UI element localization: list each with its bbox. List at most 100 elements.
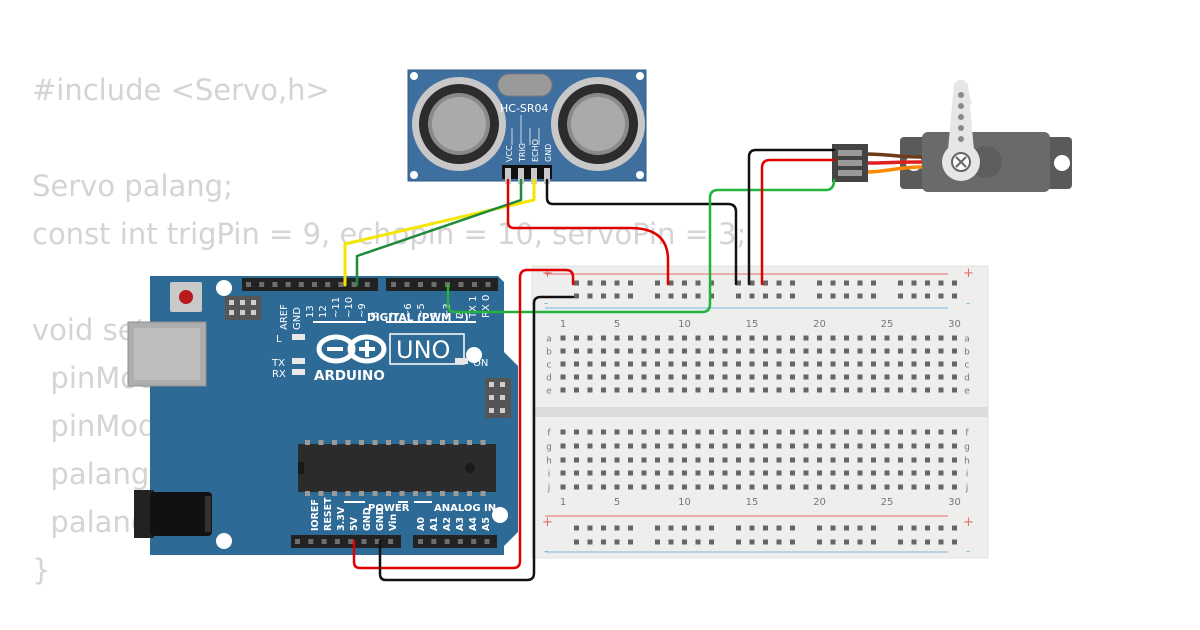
breadboard-hole[interactable]	[790, 443, 795, 449]
rail-hole[interactable]	[587, 525, 593, 531]
rail-hole[interactable]	[938, 539, 944, 545]
breadboard-hole[interactable]	[560, 374, 566, 380]
breadboard-hole[interactable]	[655, 429, 660, 435]
header-pin[interactable]	[458, 282, 464, 287]
rail-hole[interactable]	[830, 539, 836, 545]
breadboard-hole[interactable]	[574, 429, 579, 435]
breadboard-hole[interactable]	[736, 335, 741, 341]
rail-hole[interactable]	[668, 539, 674, 545]
breadboard-hole[interactable]	[790, 348, 795, 354]
breadboard-hole[interactable]	[709, 335, 714, 341]
breadboard-hole[interactable]	[695, 429, 701, 435]
header-pin[interactable]	[388, 539, 394, 544]
breadboard-hole[interactable]	[857, 348, 863, 354]
rail-hole[interactable]	[682, 280, 687, 286]
breadboard-hole[interactable]	[587, 443, 593, 449]
rail-hole[interactable]	[776, 525, 782, 531]
breadboard-hole[interactable]	[898, 429, 903, 435]
breadboard-hole[interactable]	[884, 470, 890, 476]
breadboard-hole[interactable]	[844, 335, 849, 341]
breadboard-hole[interactable]	[668, 457, 674, 463]
header-pin[interactable]	[431, 282, 437, 287]
breadboard-hole[interactable]	[614, 484, 620, 490]
breadboard-hole[interactable]	[871, 429, 876, 435]
rail-hole[interactable]	[871, 525, 876, 531]
breadboard-hole[interactable]	[911, 470, 917, 476]
breadboard-hole[interactable]	[857, 429, 863, 435]
breadboard-hole[interactable]	[830, 484, 836, 490]
header-pin[interactable]	[246, 282, 251, 287]
breadboard-hole[interactable]	[844, 348, 849, 354]
header-pin[interactable]	[485, 282, 491, 287]
rail-hole[interactable]	[695, 525, 701, 531]
rail-hole[interactable]	[817, 280, 822, 286]
breadboard-hole[interactable]	[722, 387, 728, 393]
breadboard-hole[interactable]	[776, 387, 782, 393]
breadboard-hole[interactable]	[925, 443, 930, 449]
rail-hole[interactable]	[655, 280, 660, 286]
breadboard-hole[interactable]	[560, 443, 566, 449]
breadboard-hole[interactable]	[911, 361, 917, 367]
rail-hole[interactable]	[682, 539, 687, 545]
breadboard-hole[interactable]	[709, 374, 714, 380]
breadboard-hole[interactable]	[925, 335, 930, 341]
breadboard-hole[interactable]	[884, 484, 890, 490]
header-pin[interactable]	[457, 539, 463, 544]
header-pin[interactable]	[325, 282, 331, 287]
rail-hole[interactable]	[790, 539, 795, 545]
breadboard-hole[interactable]	[722, 470, 728, 476]
breadboard-hole[interactable]	[871, 470, 876, 476]
breadboard-hole[interactable]	[655, 387, 660, 393]
breadboard-hole[interactable]	[695, 361, 701, 367]
breadboard-hole[interactable]	[817, 361, 822, 367]
breadboard-hole[interactable]	[817, 457, 822, 463]
breadboard-hole[interactable]	[817, 470, 822, 476]
breadboard-hole[interactable]	[668, 335, 674, 341]
breadboard-hole[interactable]	[655, 348, 660, 354]
breadboard-hole[interactable]	[844, 484, 849, 490]
breadboard-hole[interactable]	[938, 348, 944, 354]
breadboard-hole[interactable]	[871, 443, 876, 449]
rail-hole[interactable]	[655, 293, 660, 299]
breadboard-hole[interactable]	[884, 387, 890, 393]
breadboard-hole[interactable]	[587, 361, 593, 367]
breadboard-hole[interactable]	[560, 387, 566, 393]
rail-hole[interactable]	[844, 293, 849, 299]
header-pin[interactable]	[374, 539, 380, 544]
rail-hole[interactable]	[830, 525, 836, 531]
breadboard-hole[interactable]	[776, 361, 782, 367]
rail-hole[interactable]	[857, 293, 863, 299]
breadboard-hole[interactable]	[898, 443, 903, 449]
breadboard-hole[interactable]	[830, 429, 836, 435]
breadboard-hole[interactable]	[830, 457, 836, 463]
breadboard-hole[interactable]	[574, 457, 579, 463]
breadboard-hole[interactable]	[709, 484, 714, 490]
rail-hole[interactable]	[682, 293, 687, 299]
breadboard-hole[interactable]	[952, 470, 957, 476]
breadboard-hole[interactable]	[952, 387, 957, 393]
breadboard-hole[interactable]	[614, 348, 620, 354]
breadboard-hole[interactable]	[952, 429, 957, 435]
breadboard-hole[interactable]	[655, 457, 660, 463]
breadboard-hole[interactable]	[857, 387, 863, 393]
breadboard-hole[interactable]	[628, 443, 633, 449]
breadboard-hole[interactable]	[790, 457, 795, 463]
breadboard-hole[interactable]	[628, 387, 633, 393]
breadboard-hole[interactable]	[641, 443, 647, 449]
rail-hole[interactable]	[938, 293, 944, 299]
header-pin[interactable]	[348, 539, 354, 544]
breadboard-hole[interactable]	[709, 387, 714, 393]
breadboard-hole[interactable]	[749, 470, 755, 476]
breadboard-hole[interactable]	[938, 429, 944, 435]
breadboard-hole[interactable]	[722, 361, 728, 367]
header-pin[interactable]	[295, 539, 300, 544]
breadboard-hole[interactable]	[952, 484, 957, 490]
header-pin[interactable]	[308, 539, 314, 544]
breadboard-hole[interactable]	[857, 484, 863, 490]
breadboard-hole[interactable]	[695, 387, 701, 393]
sensor-pin[interactable]	[518, 168, 524, 184]
header-pin[interactable]	[298, 282, 304, 287]
breadboard-hole[interactable]	[628, 457, 633, 463]
rail-hole[interactable]	[628, 539, 633, 545]
breadboard-hole[interactable]	[817, 484, 822, 490]
